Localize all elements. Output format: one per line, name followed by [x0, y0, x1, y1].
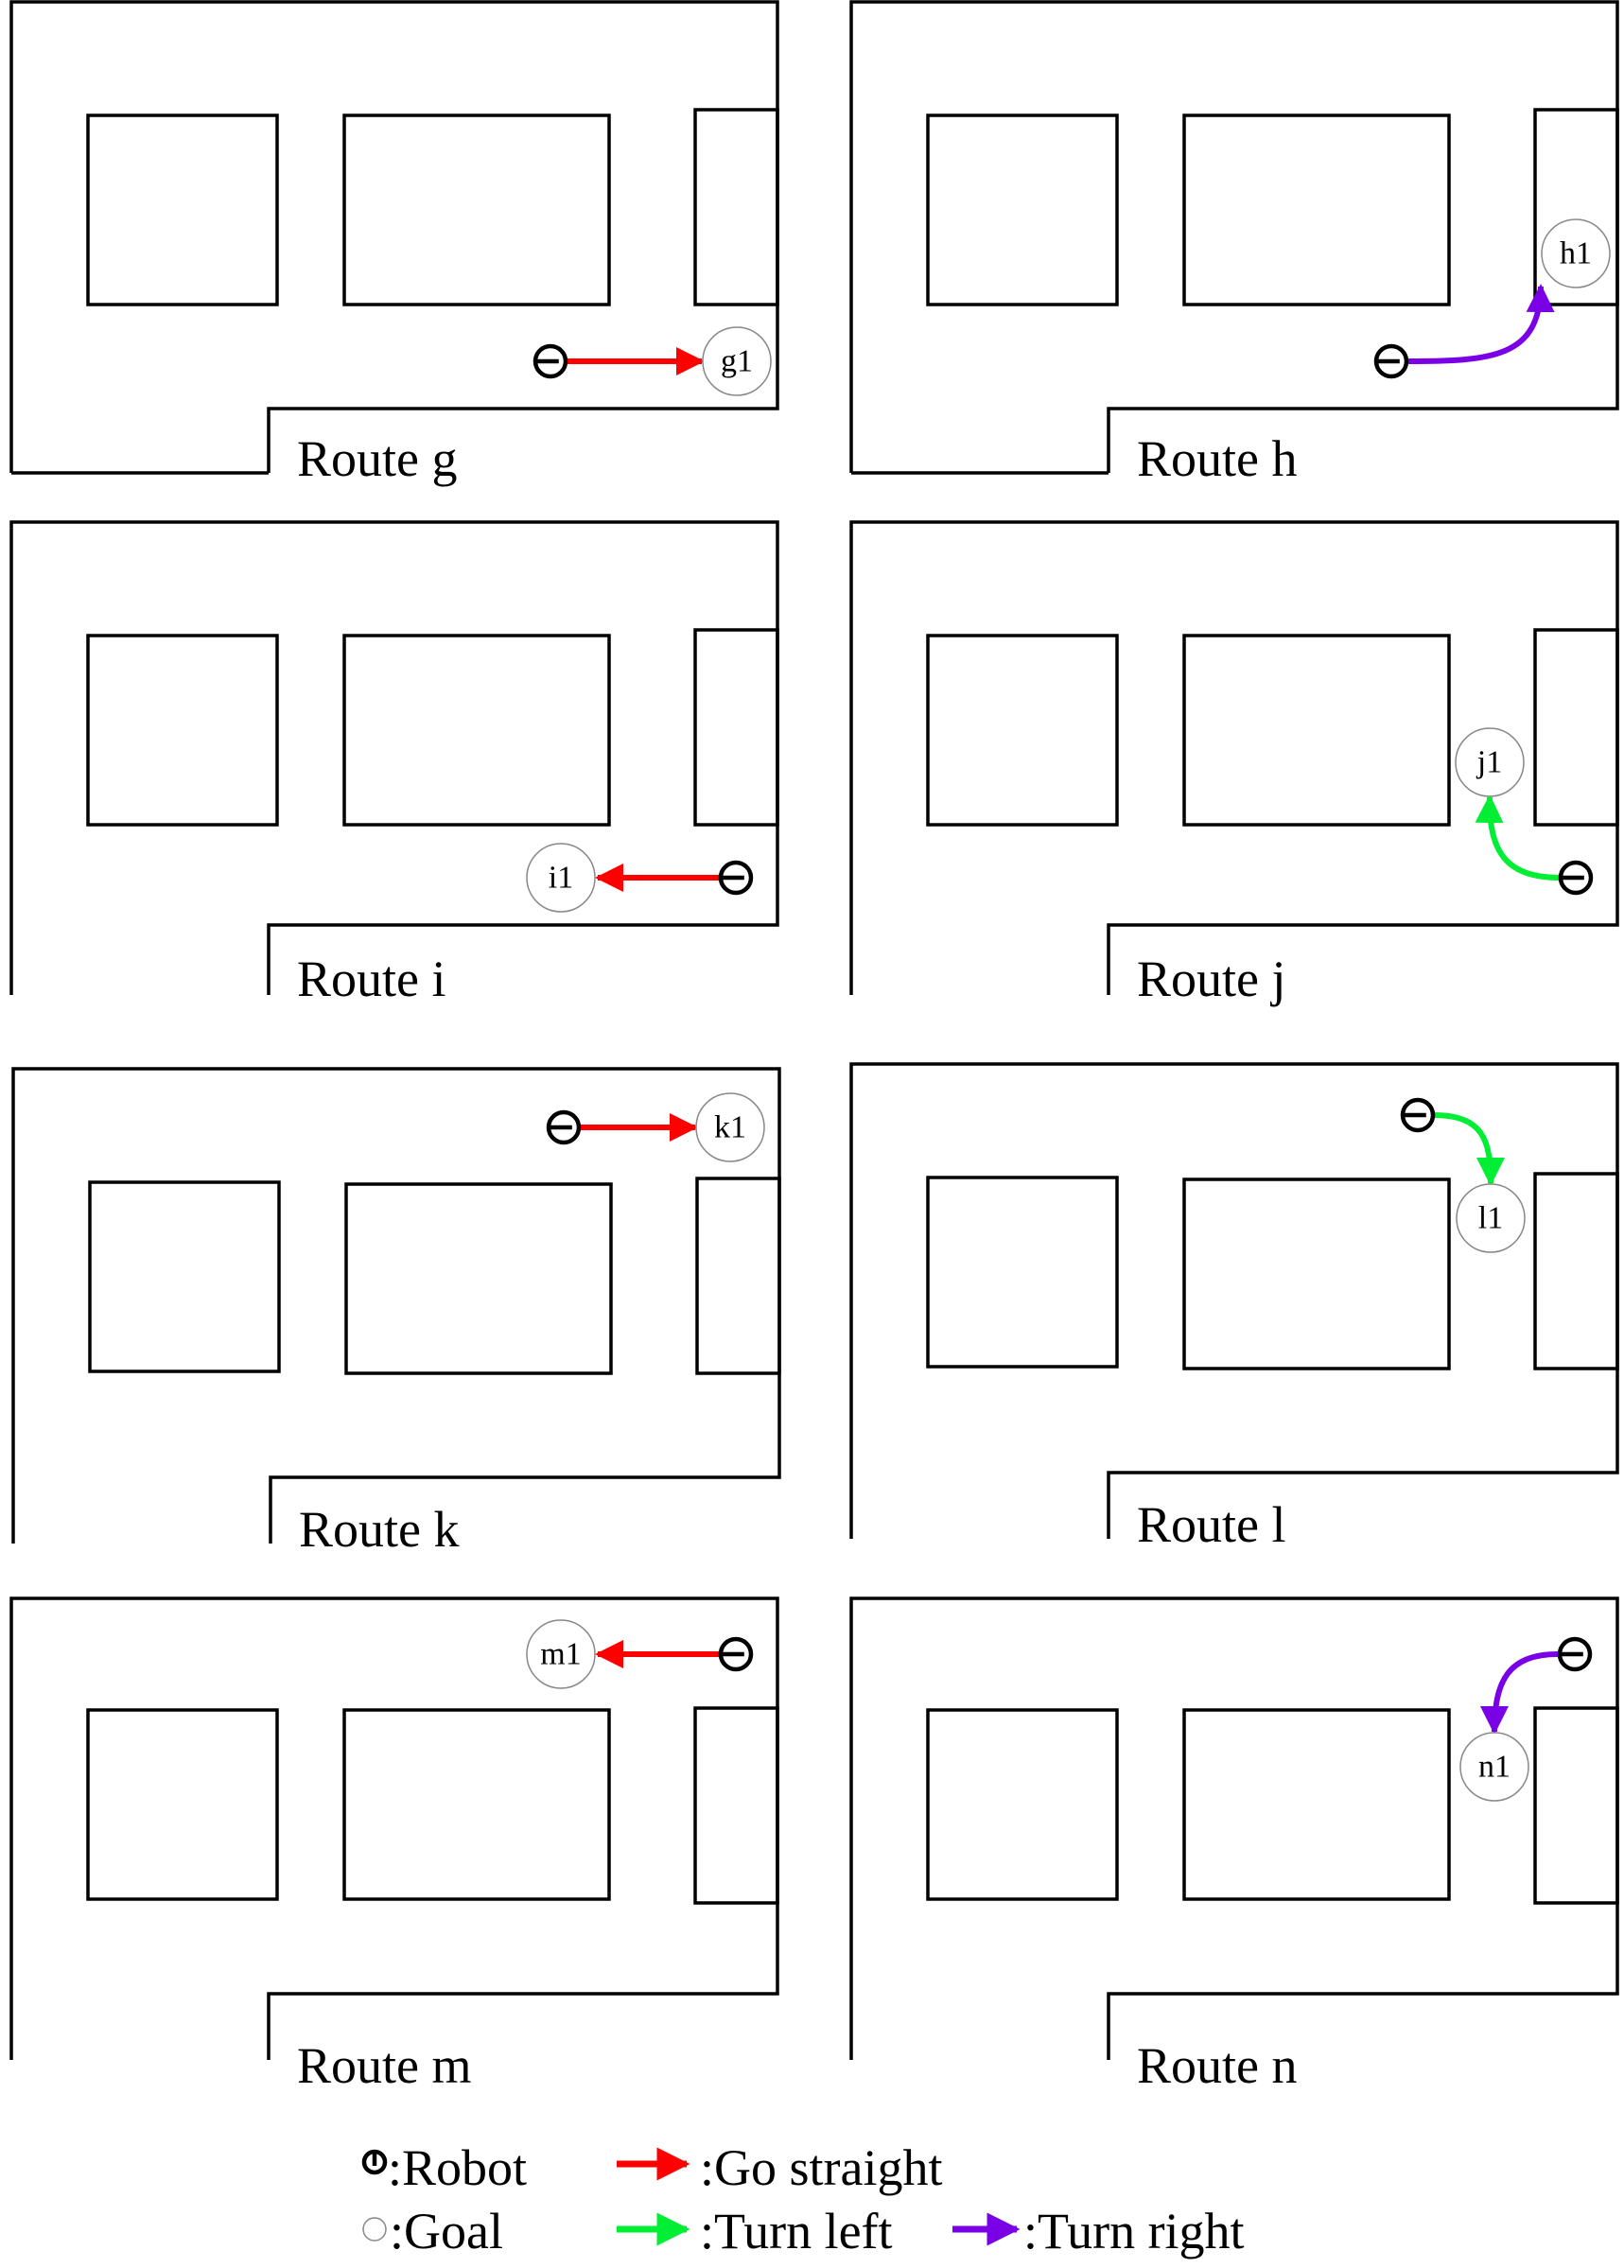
obstacle-block	[344, 1182, 613, 1375]
robot-icon	[1557, 1636, 1593, 1672]
route-label: Route j	[1137, 951, 1286, 1007]
obstacle-block	[1533, 1172, 1619, 1370]
robot-icon	[533, 343, 568, 379]
corridor-wall	[11, 1067, 781, 1544]
turn-right-arrow	[1406, 284, 1555, 364]
robot-icon	[1558, 860, 1594, 896]
obstacle-block	[693, 1706, 779, 1905]
robot-icon	[1400, 1097, 1436, 1133]
route-label: Route m	[297, 2037, 472, 2094]
goal-marker: i1	[526, 843, 596, 913]
goal-label: h1	[1560, 236, 1592, 271]
robot-icon	[1373, 343, 1409, 379]
goal-marker: g1	[702, 326, 772, 396]
corridor-wall	[9, 520, 779, 995]
legend-turn-right: :Turn right	[952, 2203, 1245, 2259]
turn-left-arrow	[1432, 1112, 1505, 1186]
corridor-wall	[849, 1596, 1619, 2060]
goal-label: i1	[549, 861, 573, 896]
route-label: Route h	[1137, 430, 1298, 487]
corridor-wall	[849, 0, 1619, 473]
legend-turn-left: :Turn left	[617, 2203, 893, 2259]
route-label: Route n	[1137, 2037, 1298, 2094]
obstacle-block	[86, 1708, 279, 1901]
obstacle-block	[926, 1708, 1119, 1901]
legend-turn-right-label: :Turn right	[1023, 2203, 1245, 2259]
robot-icon	[718, 1636, 754, 1672]
obstacle-block	[1182, 1178, 1451, 1370]
goal-label: g1	[721, 344, 753, 379]
legend-goal-label: :Goal	[390, 2203, 503, 2259]
obstacle-block	[1533, 628, 1619, 827]
legend-goal: :Goal	[362, 2203, 503, 2259]
obstacle-block	[693, 108, 779, 306]
obstacle-block	[693, 628, 779, 827]
obstacle-block	[86, 113, 279, 306]
goal-marker: k1	[695, 1092, 765, 1162]
legend: :Robot :Goal :Go straight :Turn left :Turn r…	[361, 2139, 1245, 2259]
goal-marker: n1	[1459, 1732, 1529, 1802]
goal-marker: h1	[1541, 218, 1611, 288]
obstacle-block	[1533, 108, 1619, 306]
corridor-wall	[9, 1596, 779, 2060]
legend-robot-label: :Robot	[388, 2139, 527, 2196]
route-label: Route l	[1137, 1496, 1286, 1553]
goal-marker: j1	[1455, 727, 1525, 797]
robot-icon	[718, 860, 754, 896]
obstacle-block	[1182, 113, 1451, 306]
goal-label: l1	[1478, 1201, 1503, 1236]
route-label: Route g	[297, 430, 458, 487]
goal-label: k1	[714, 1110, 746, 1145]
corridor-wall	[9, 0, 779, 473]
goal-icon	[362, 2217, 387, 2242]
robot-icon	[546, 1109, 582, 1145]
goal-marker: l1	[1456, 1183, 1526, 1253]
obstacle-block	[88, 1180, 281, 1373]
goal-label: n1	[1478, 1750, 1510, 1785]
route-label: Route k	[299, 1501, 460, 1558]
obstacle-block	[86, 634, 279, 827]
route-label: Route i	[297, 951, 446, 1007]
obstacle-block	[1533, 1706, 1619, 1905]
obstacle-block	[926, 1176, 1119, 1369]
obstacle-block	[1182, 634, 1451, 827]
legend-turn-left-label: :Turn left	[700, 2203, 893, 2259]
obstacle-block	[695, 1177, 781, 1375]
legend-go-straight-label: :Go straight	[700, 2139, 942, 2196]
obstacle-block	[342, 113, 611, 306]
turn-right-arrow	[1480, 1650, 1561, 1735]
turn-left-arrow	[1475, 794, 1562, 881]
obstacle-block	[342, 1708, 611, 1901]
obstacle-block	[1182, 1708, 1451, 1901]
goal-label: j1	[1476, 745, 1502, 780]
goal-marker: m1	[526, 1619, 596, 1689]
robot-icon	[361, 2149, 388, 2175]
corridor-wall	[849, 1062, 1619, 1539]
goal-label: m1	[540, 1637, 581, 1672]
obstacle-block	[926, 113, 1119, 306]
legend-go-straight: :Go straight	[617, 2139, 942, 2196]
obstacle-block	[926, 634, 1119, 827]
legend-robot: :Robot	[361, 2139, 527, 2196]
obstacle-block	[342, 634, 611, 827]
